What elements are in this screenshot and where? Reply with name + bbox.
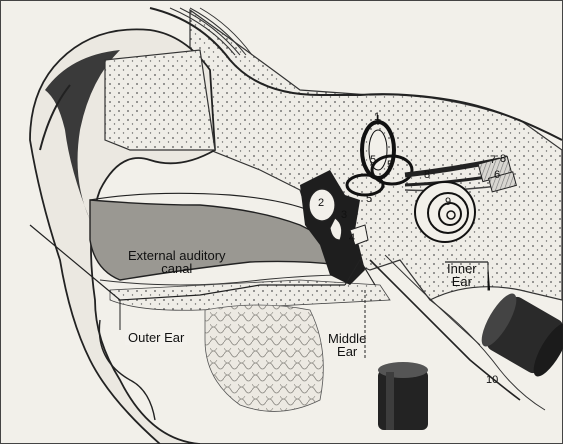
cochlea	[415, 182, 475, 242]
label-middle-ear: Middle Ear	[328, 332, 366, 358]
marker-9: 9	[445, 197, 451, 208]
marker-10: 10	[486, 375, 498, 386]
marker-5b: 5	[387, 160, 393, 171]
label-inner-ear-line2: Ear	[447, 275, 477, 288]
marker-2: 2	[318, 198, 324, 209]
marker-8b: 8	[424, 170, 430, 181]
marker-7: 7	[490, 155, 496, 166]
marker-5a: 5	[370, 155, 376, 166]
marker-4: 4	[349, 233, 355, 244]
marker-1: 1	[374, 112, 380, 123]
label-outer-ear: Outer Ear	[125, 330, 187, 345]
tube-cylinder-bottom	[378, 362, 428, 430]
cartilage	[105, 50, 215, 150]
label-external-auditory-canal-line2: canal	[128, 262, 226, 275]
marker-8a: 8	[500, 154, 506, 165]
label-middle-ear-line2: Ear	[328, 345, 366, 358]
label-external-auditory-canal: External auditory canal	[128, 249, 226, 275]
marker-5c: 5	[366, 194, 372, 205]
label-inner-ear: Inner Ear	[447, 262, 477, 288]
marker-3: 3	[341, 210, 347, 221]
marker-6: 6	[494, 170, 500, 181]
